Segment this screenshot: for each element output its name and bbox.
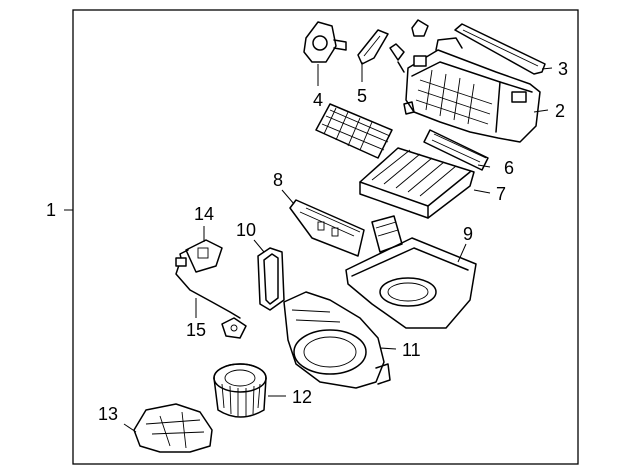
callout-11: 11 <box>402 340 421 360</box>
part-3-seal <box>454 23 546 75</box>
part-15-wiring-harness <box>175 257 247 339</box>
part-6-filter-cover <box>423 129 489 171</box>
part-12-blower-motor <box>213 363 267 418</box>
callout-5: 5 <box>357 86 367 106</box>
leader-6 <box>477 164 491 168</box>
leader-8 <box>281 189 295 205</box>
callout-10: 10 <box>236 220 256 240</box>
part-grid-panel <box>315 103 393 159</box>
callout-6: 6 <box>504 158 514 178</box>
callout-3: 3 <box>558 59 568 79</box>
callout-9: 9 <box>463 224 473 244</box>
part-2-heater-case <box>403 37 541 143</box>
leader-2 <box>533 109 549 113</box>
part-5-actuator <box>357 19 429 73</box>
callout-7: 7 <box>496 184 506 204</box>
part-14-resistor <box>179 239 223 273</box>
callout-8: 8 <box>273 170 283 190</box>
callout-2: 2 <box>555 101 565 121</box>
callout-14: 14 <box>194 204 214 224</box>
callout-1: 1 <box>46 200 56 220</box>
part-10-seal <box>257 247 285 311</box>
part-8-bracket <box>289 199 365 257</box>
assembly-frame <box>72 9 579 465</box>
part-4-actuator <box>303 21 347 63</box>
part-11-blower-lower-case <box>283 291 391 389</box>
leader-13 <box>123 423 137 433</box>
leader-10 <box>253 239 265 253</box>
part-9-blower-upper-case <box>345 215 477 329</box>
callout-15: 15 <box>186 320 206 340</box>
callout-13: 13 <box>98 404 118 424</box>
leader-11 <box>379 347 397 350</box>
callout-4: 4 <box>313 90 323 110</box>
leader-9 <box>457 243 467 263</box>
part-7-cabin-filter <box>359 147 475 219</box>
leader-3 <box>541 67 553 70</box>
leader-7 <box>473 189 491 194</box>
callout-12: 12 <box>292 387 312 407</box>
part-13-lower-duct <box>133 403 213 453</box>
